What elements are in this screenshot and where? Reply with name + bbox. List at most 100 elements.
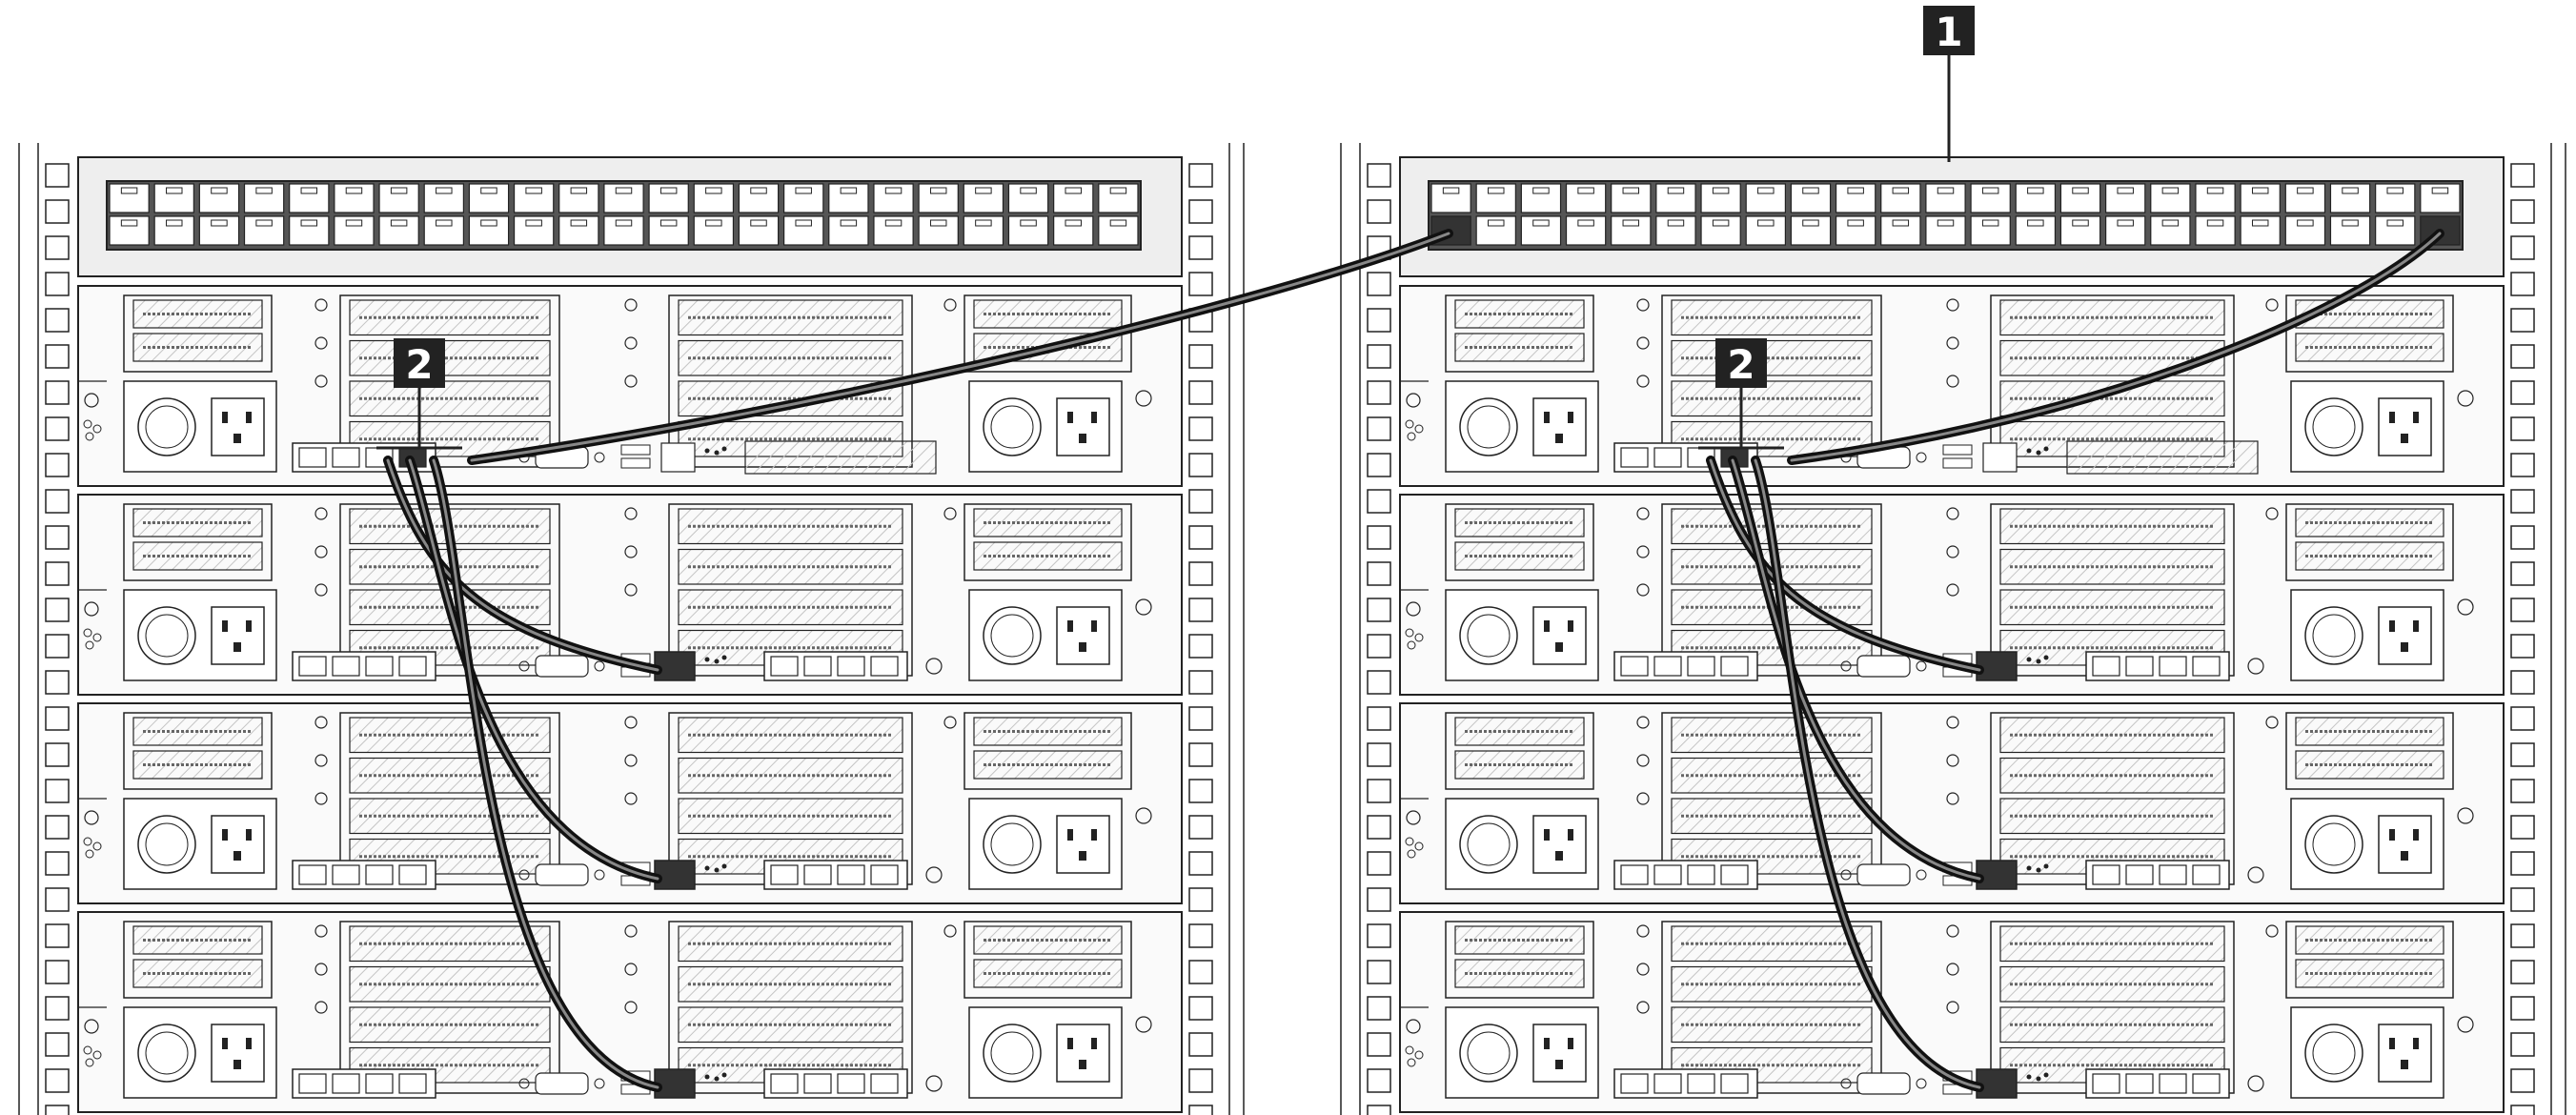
vent-dot [1405, 628, 1414, 638]
rail-hole [1367, 634, 1391, 659]
rail-hole [1188, 815, 1213, 840]
psu-fan-inner [145, 614, 189, 658]
lan-port [298, 864, 327, 885]
port-latch [2386, 219, 2404, 227]
port-latch [1802, 219, 1819, 227]
vent-dot [1405, 1045, 1414, 1055]
rail-hole [1188, 416, 1213, 441]
psu-socket [1056, 1024, 1110, 1083]
switch-port [1700, 215, 1741, 246]
psu-fan-inner [1467, 614, 1511, 658]
server-3 [77, 702, 1183, 904]
rail-hole [45, 272, 70, 296]
psu-pin [1568, 829, 1573, 841]
port-latch [2251, 219, 2269, 227]
psu [123, 798, 277, 890]
switch-port [1925, 183, 1966, 213]
switch-port [468, 183, 510, 213]
port-latch [345, 219, 363, 227]
screw [314, 336, 328, 350]
rail-hole [45, 525, 70, 550]
rail-hole [1188, 199, 1213, 224]
psu-fan-inner [1467, 1031, 1511, 1075]
screw [1946, 963, 1959, 976]
vent-circle [1406, 601, 1421, 617]
rail-hole [1188, 1105, 1213, 1115]
rail-hole [1367, 525, 1391, 550]
switch-port [243, 183, 285, 213]
rail-hole [1188, 163, 1213, 188]
switch-port [1475, 215, 1516, 246]
switch-port [738, 215, 780, 246]
vent-dot [1414, 1050, 1424, 1060]
vent-dot [1414, 424, 1424, 434]
port-latch [1109, 187, 1127, 194]
rail-hole [1188, 1068, 1213, 1093]
vent-dot [92, 424, 102, 434]
rail-hole [2510, 960, 2535, 984]
server-4 [77, 911, 1183, 1113]
psu-pin [1555, 434, 1563, 443]
port-latch [1981, 219, 1999, 227]
psu [2290, 380, 2444, 473]
psu-fan-inner [990, 614, 1034, 658]
port-latch [1847, 219, 1864, 227]
vent-circle [84, 1019, 99, 1034]
psu-pin [246, 829, 252, 841]
pcie-cage [1445, 712, 1594, 790]
switch-port [1835, 215, 1876, 246]
led-dot [2043, 446, 2049, 452]
switch-port [558, 215, 599, 246]
rail-hole [1367, 1032, 1391, 1057]
callout-2-right: 2 [1698, 338, 1784, 450]
rail-hole [1367, 380, 1391, 405]
switch-port [468, 215, 510, 246]
switch-port [289, 215, 330, 246]
rail-hole [1188, 561, 1213, 586]
port-latch [884, 187, 903, 194]
rail-hole [1367, 960, 1391, 984]
callout-1-box [1923, 6, 1975, 55]
callout-2-left-box [394, 338, 445, 388]
psu [1445, 380, 1599, 473]
racks [18, 143, 2566, 1115]
vent-circle [2457, 390, 2474, 407]
vent-circle [2457, 1016, 2474, 1033]
screw [1946, 583, 1959, 597]
blank-cover [2066, 440, 2259, 475]
mgmt-port [654, 860, 696, 890]
vga-port [535, 655, 589, 678]
vga-screw [1840, 660, 1852, 672]
screw [1946, 336, 1959, 350]
rail-hole [2510, 706, 2535, 731]
switch-port [918, 215, 959, 246]
rail-hole [1367, 561, 1391, 586]
led-dot [721, 446, 727, 452]
rail-hole [1367, 308, 1391, 333]
screw [624, 963, 638, 976]
port-latch [345, 187, 363, 194]
psu [1445, 798, 1599, 890]
lan-port [1620, 1073, 1649, 1094]
screw [1636, 545, 1650, 558]
switch-port [2195, 183, 2236, 213]
psu-socket [211, 815, 265, 874]
psu-pin [233, 851, 241, 861]
screw [624, 924, 638, 938]
screw [1636, 754, 1650, 767]
psu-pin [1544, 829, 1550, 841]
port-latch [1712, 219, 1730, 227]
psu-socket [2378, 815, 2432, 874]
led-dot [2036, 659, 2041, 664]
switch-port [693, 215, 735, 246]
rail-hole [45, 344, 70, 369]
psu-fan [1459, 1024, 1518, 1083]
lan-port [298, 1073, 327, 1094]
port-latch [436, 187, 453, 194]
psu-pin [246, 1038, 252, 1049]
screw [314, 298, 328, 312]
rail-hole [1367, 453, 1391, 477]
pcie-cage [2285, 503, 2454, 581]
pcie-cage [123, 921, 273, 999]
led-dot [714, 867, 720, 873]
